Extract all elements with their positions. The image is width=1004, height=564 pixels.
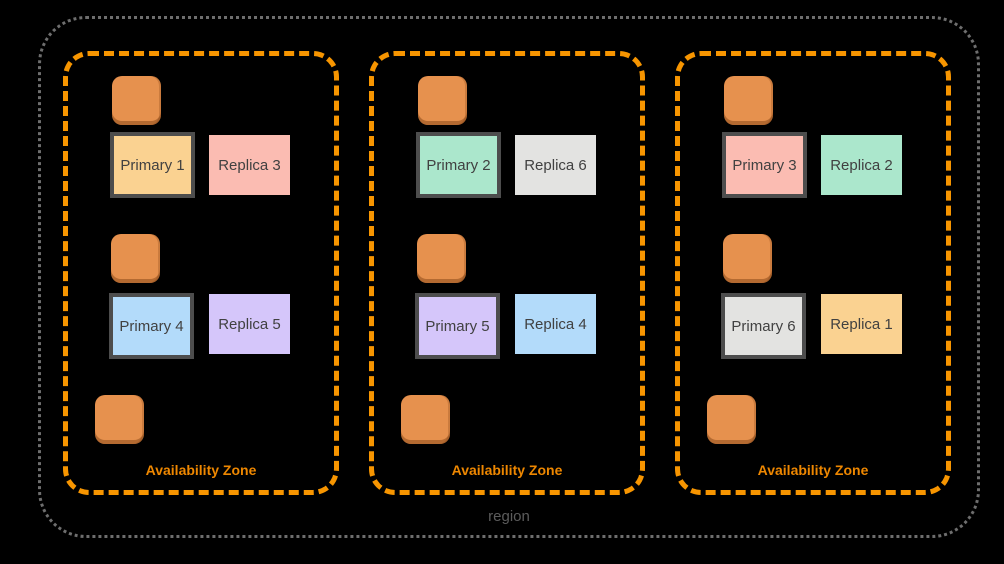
replica-node: Replica 5	[209, 294, 290, 354]
availability-zone-1: Primary 1 Replica 3 Primary 4 Replica 5 …	[63, 51, 339, 495]
primary-node: Primary 6	[721, 293, 806, 359]
replica-node: Replica 2	[821, 135, 902, 195]
node-label: Primary 5	[425, 317, 490, 335]
region-boundary: Primary 1 Replica 3 Primary 4 Replica 5 …	[38, 16, 980, 538]
instance-icon	[723, 234, 772, 283]
availability-zone-label: Availability Zone	[451, 462, 563, 478]
node-label: Primary 4	[119, 317, 184, 335]
node-label: Primary 6	[731, 317, 796, 335]
instance-icon	[707, 395, 756, 444]
instance-icon	[724, 76, 773, 125]
primary-node: Primary 3	[722, 132, 807, 198]
replica-node: Replica 6	[515, 135, 596, 195]
node-label: Replica 3	[218, 156, 281, 174]
node-label: Primary 2	[426, 156, 491, 174]
instance-icon	[401, 395, 450, 444]
instance-icon	[95, 395, 144, 444]
availability-zone-label: Availability Zone	[757, 462, 869, 478]
instance-icon	[417, 234, 466, 283]
node-label: Replica 6	[524, 156, 587, 174]
primary-node: Primary 4	[109, 293, 194, 359]
availability-zone-label: Availability Zone	[145, 462, 257, 478]
primary-node: Primary 1	[110, 132, 195, 198]
availability-zone-2: Primary 2 Replica 6 Primary 5 Replica 4 …	[369, 51, 645, 495]
node-label: Replica 4	[524, 315, 587, 333]
node-label: Replica 5	[218, 315, 281, 333]
replica-node: Replica 1	[821, 294, 902, 354]
region-label: region	[488, 508, 530, 525]
replica-node: Replica 3	[209, 135, 290, 195]
availability-zone-3: Primary 3 Replica 2 Primary 6 Replica 1 …	[675, 51, 951, 495]
instance-icon	[418, 76, 467, 125]
replica-node: Replica 4	[515, 294, 596, 354]
node-label: Primary 1	[120, 156, 185, 174]
primary-node: Primary 5	[415, 293, 500, 359]
instance-icon	[112, 76, 161, 125]
node-label: Replica 2	[830, 156, 893, 174]
primary-node: Primary 2	[416, 132, 501, 198]
node-label: Primary 3	[732, 156, 797, 174]
instance-icon	[111, 234, 160, 283]
node-label: Replica 1	[830, 315, 893, 333]
